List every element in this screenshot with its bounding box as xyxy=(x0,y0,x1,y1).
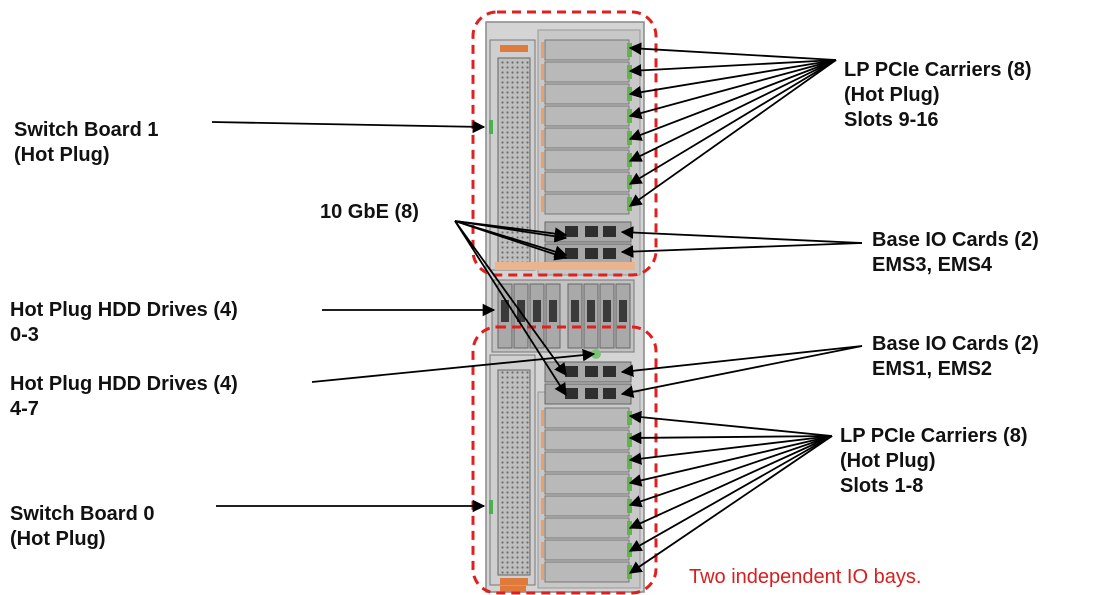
label-hdd-upper-line2: 0-3 xyxy=(10,323,238,348)
label-10gbe: 10 GbE (8) xyxy=(320,200,419,225)
label-switch-board-0: Switch Board 0 (Hot Plug) xyxy=(10,502,154,552)
label-hdd-lower-line1: Hot Plug HDD Drives (4) xyxy=(10,372,238,397)
switch-board-0-module xyxy=(489,355,535,585)
label-10gbe-line1: 10 GbE (8) xyxy=(320,200,419,225)
label-switch-board-0-line1: Switch Board 0 xyxy=(10,502,154,527)
label-pcie-bottom: LP PCIe Carriers (8) (Hot Plug) Slots 1-… xyxy=(840,424,1028,499)
label-base-io-bottom: Base IO Cards (2) EMS1, EMS2 xyxy=(872,332,1039,382)
label-hdd-upper: Hot Plug HDD Drives (4) 0-3 xyxy=(10,298,238,348)
label-base-io-top-line1: Base IO Cards (2) xyxy=(872,228,1039,253)
label-pcie-bottom-line1: LP PCIe Carriers (8) xyxy=(840,424,1028,449)
label-base-io-top: Base IO Cards (2) EMS3, EMS4 xyxy=(872,228,1039,278)
label-base-io-bottom-line2: EMS1, EMS2 xyxy=(872,357,1039,382)
label-hdd-lower-line2: 4-7 xyxy=(10,397,238,422)
label-pcie-bottom-line3: Slots 1-8 xyxy=(840,474,1028,499)
io-bays-note: Two independent IO bays. xyxy=(689,566,921,589)
label-switch-board-1-line2: (Hot Plug) xyxy=(14,143,158,168)
label-hdd-lower: Hot Plug HDD Drives (4) 4-7 xyxy=(10,372,238,422)
label-switch-board-1: Switch Board 1 (Hot Plug) xyxy=(14,118,158,168)
label-base-io-bottom-line1: Base IO Cards (2) xyxy=(872,332,1039,357)
label-pcie-top-line1: LP PCIe Carriers (8) xyxy=(844,58,1032,83)
hdd-drives xyxy=(492,280,634,359)
label-base-io-top-line2: EMS3, EMS4 xyxy=(872,253,1039,278)
label-switch-board-1-line1: Switch Board 1 xyxy=(14,118,158,143)
label-pcie-top-line3: Slots 9-16 xyxy=(844,108,1032,133)
label-hdd-upper-line1: Hot Plug HDD Drives (4) xyxy=(10,298,238,323)
label-pcie-top: LP PCIe Carriers (8) (Hot Plug) Slots 9-… xyxy=(844,58,1032,133)
label-pcie-top-line2: (Hot Plug) xyxy=(844,83,1032,108)
label-pcie-bottom-line2: (Hot Plug) xyxy=(840,449,1028,474)
label-switch-board-0-line2: (Hot Plug) xyxy=(10,527,154,552)
